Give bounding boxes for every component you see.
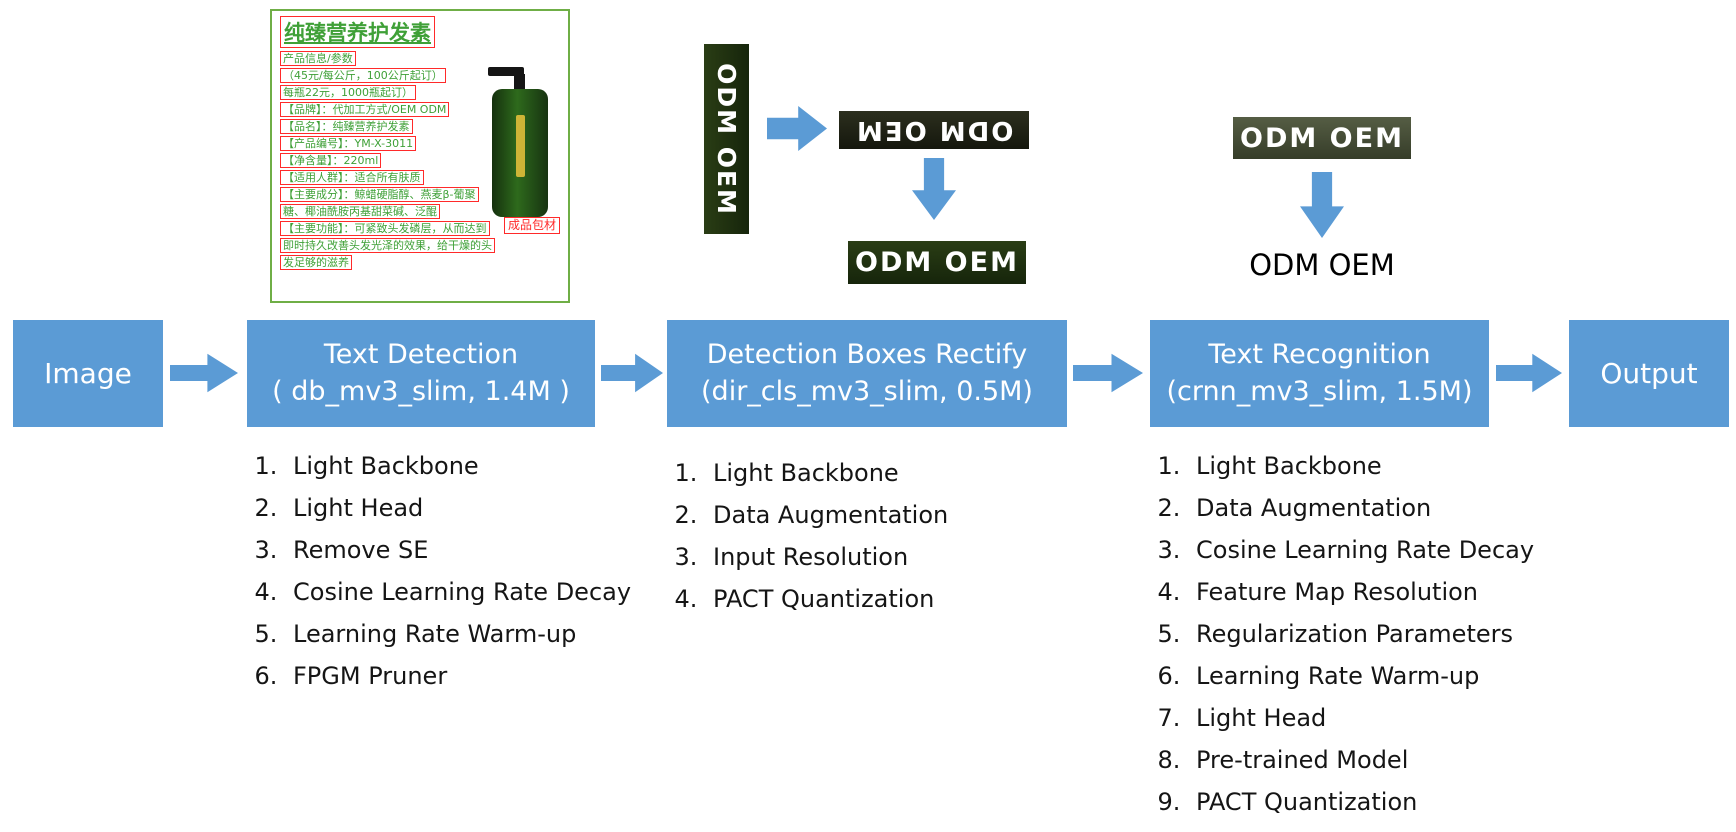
- node-sublabel: (crnn_mv3_slim, 1.5M): [1166, 375, 1473, 407]
- detected-text-box: 糖、椰油酰胺丙基甜菜碱、泛醌: [280, 204, 440, 219]
- list-item: Data Augmentation: [1188, 487, 1570, 529]
- detected-text-box: 即时持久改善头发光泽的效果，给干燥的头: [280, 238, 495, 253]
- detected-text-box: 【净含量】：220ml: [280, 153, 382, 168]
- recognition-input-text: ODM OEM: [1240, 122, 1404, 154]
- list-item: Remove SE: [285, 529, 647, 571]
- detection-input-image: 纯臻营养护发素 产品信息/参数 （45元/每公斤，100公斤起订） 每瓶22元，…: [270, 9, 570, 303]
- text-line: （45元/每公斤，100公斤起订）: [280, 68, 560, 85]
- text-line: 产品信息/参数: [280, 51, 560, 68]
- detected-text-box: （45元/每公斤，100公斤起订）: [280, 68, 446, 83]
- text-line: 【适用人群】：适合所有肤质: [280, 170, 560, 187]
- list-item: PACT Quantization: [1188, 781, 1570, 823]
- node-label: Image: [44, 356, 132, 390]
- text-line: 【主要成分】：鲸蜡硬脂醇、燕麦β-葡聚: [280, 187, 560, 204]
- text-line: 【产品编号】：YM-X-3011: [280, 136, 560, 153]
- detected-text-box: 【适用人群】：适合所有肤质: [280, 170, 424, 185]
- arrow-recognition-to-output: [1496, 353, 1562, 393]
- list-item: Data Augmentation: [705, 494, 1047, 536]
- list-item: Light Backbone: [285, 445, 647, 487]
- product-tag-box: 成品包材: [503, 217, 560, 234]
- list-item: Learning Rate Warm-up: [285, 613, 647, 655]
- rectify-output-image: ODM OEM: [848, 241, 1026, 284]
- pipeline-node-image: Image: [13, 320, 163, 427]
- node-label: Text Detection: [323, 339, 519, 371]
- node-sublabel: ( db_mv3_slim, 1.4M ): [272, 375, 570, 407]
- product-title: 纯臻营养护发素: [280, 16, 435, 48]
- list-item: Learning Rate Warm-up: [1188, 655, 1570, 697]
- flipped-sample-text: ODM OEM: [854, 115, 1014, 145]
- detected-text-box: 【品牌】：代加工方式/OEM ODM: [280, 102, 450, 117]
- arrow-recognition: [1300, 172, 1344, 238]
- node-sublabel: (dir_cls_mv3_slim, 0.5M): [701, 375, 1033, 407]
- list-item: Pre-trained Model: [1188, 739, 1570, 781]
- bottle-pump-neck: [514, 74, 525, 91]
- product-bottle-image: [484, 67, 558, 217]
- bottle-body: [492, 89, 548, 217]
- list-item: Input Resolution: [705, 536, 1047, 578]
- bottle-pump-spout: [488, 67, 524, 76]
- text-line: 【品名】：纯臻营养护发素: [280, 119, 560, 136]
- detected-text-box: 【主要成分】：鲸蜡硬脂醇、燕麦β-葡聚: [280, 187, 479, 202]
- boxes-rectify-feature-list: Light Backbone Data Augmentation Input R…: [667, 452, 1047, 620]
- text-line: 每瓶22元，1000瓶起订）: [280, 85, 560, 102]
- text-line: 【主要功能】：可紧致头发磷层，从而达到: [280, 221, 560, 238]
- text-recognition-feature-list: Light Backbone Data Augmentation Cosine …: [1150, 445, 1570, 823]
- recognition-input-image: ODM OEM: [1233, 117, 1411, 159]
- rectify-input-vertical-image: ODM OEM: [704, 44, 749, 234]
- list-item: Cosine Learning Rate Decay: [1188, 529, 1570, 571]
- list-item: Regularization Parameters: [1188, 613, 1570, 655]
- arrow-flipped-to-rectified: [912, 158, 956, 220]
- arrow-detection-to-rectify: [601, 353, 663, 393]
- list-item: Light Backbone: [705, 452, 1047, 494]
- text-line: 【品牌】：代加工方式/OEM ODM: [280, 102, 560, 119]
- arrow-vertical-to-flipped: [767, 105, 827, 152]
- text-detection-feature-list: Light Backbone Light Head Remove SE Cosi…: [247, 445, 647, 697]
- recognition-output-text: ODM OEM: [1249, 248, 1395, 282]
- detected-text-box: 【主要功能】：可紧致头发磷层，从而达到: [280, 221, 490, 236]
- list-item: Light Head: [285, 487, 647, 529]
- list-item: Cosine Learning Rate Decay: [285, 571, 647, 613]
- text-line: 即时持久改善头发光泽的效果，给干燥的头: [280, 238, 560, 255]
- arrow-image-to-detection: [170, 353, 238, 393]
- vertical-sample-text: ODM OEM: [712, 62, 742, 216]
- rectify-flipped-image: ODM OEM: [839, 111, 1029, 149]
- rectified-sample-text: ODM OEM: [855, 247, 1019, 278]
- pipeline-node-text-recognition: Text Recognition (crnn_mv3_slim, 1.5M): [1150, 320, 1489, 427]
- text-line: 发足够的滋养: [280, 255, 560, 272]
- detected-text-box: 【品名】：纯臻营养护发素: [280, 119, 413, 134]
- list-item: FPGM Pruner: [285, 655, 647, 697]
- detected-text-box: 发足够的滋养: [280, 255, 352, 270]
- list-item: Feature Map Resolution: [1188, 571, 1570, 613]
- bottle-label-stripe: [516, 115, 525, 177]
- node-label: Output: [1600, 356, 1698, 390]
- product-title-row: 纯臻营养护发素: [280, 16, 560, 51]
- arrow-rectify-to-recognition: [1073, 353, 1143, 393]
- text-line: 糖、椰油酰胺丙基甜菜碱、泛醌: [280, 204, 560, 221]
- list-item: Light Backbone: [1188, 445, 1570, 487]
- detected-text-box: 【产品编号】：YM-X-3011: [280, 136, 417, 151]
- pipeline-node-boxes-rectify: Detection Boxes Rectify (dir_cls_mv3_sli…: [667, 320, 1067, 427]
- detected-text-box: 每瓶22元，1000瓶起订）: [280, 85, 416, 100]
- text-line: 【净含量】：220ml: [280, 153, 560, 170]
- node-label: Text Recognition: [1208, 339, 1431, 371]
- node-label: Detection Boxes Rectify: [706, 339, 1028, 371]
- pipeline-node-text-detection: Text Detection ( db_mv3_slim, 1.4M ): [247, 320, 595, 427]
- list-item: PACT Quantization: [705, 578, 1047, 620]
- list-item: Light Head: [1188, 697, 1570, 739]
- detected-text-box: 产品信息/参数: [280, 51, 356, 66]
- pipeline-node-output: Output: [1569, 320, 1729, 427]
